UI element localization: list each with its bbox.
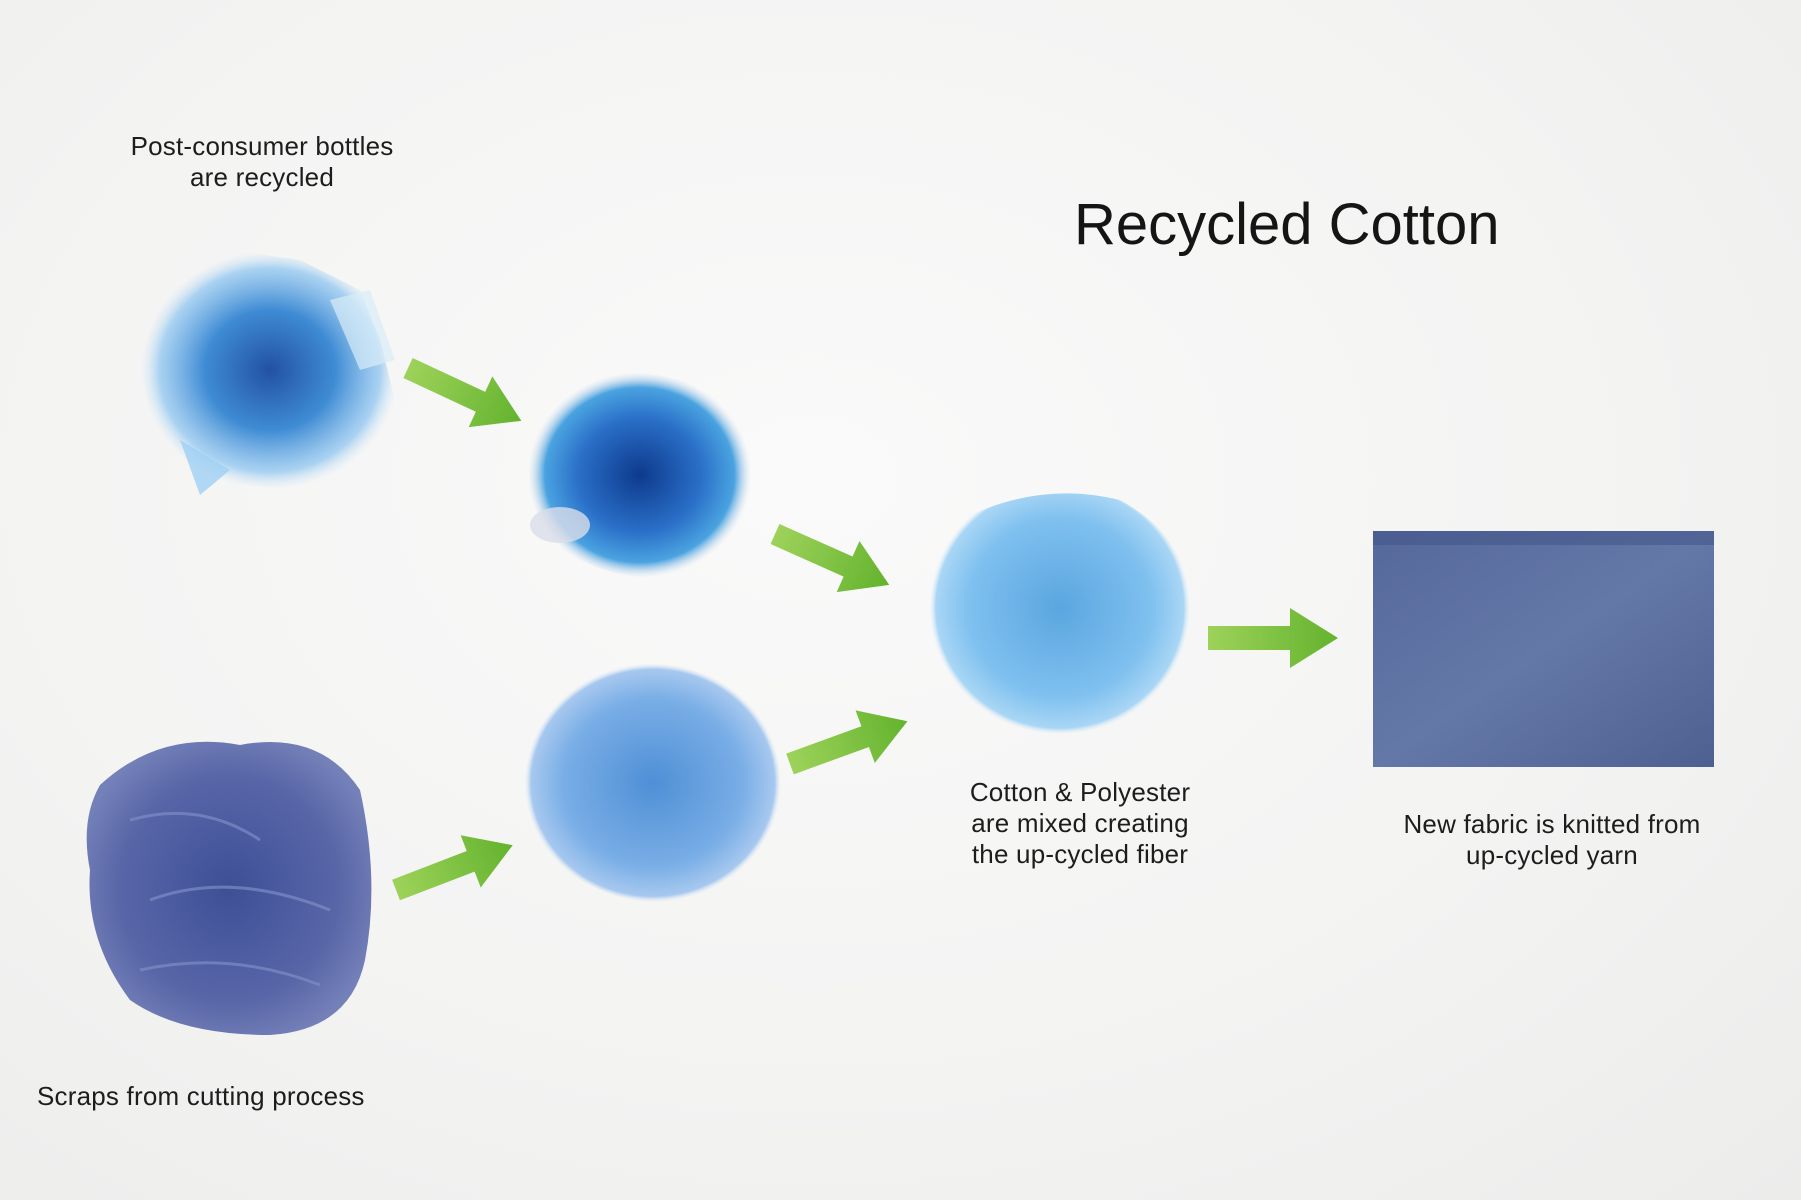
arrow-icon — [1208, 608, 1338, 668]
knitted-fabric — [1373, 531, 1714, 767]
label-line: the up-cycled fiber — [971, 839, 1189, 869]
mixed-fiber-ball — [929, 493, 1191, 748]
label-line: are recycled — [189, 162, 335, 192]
cotton-scraps — [86, 741, 372, 1035]
shredded-fiber-dark — [528, 372, 752, 578]
page-title: Recycled Cotton — [1074, 192, 1500, 257]
bottles-label: Post-consumer bottles are recycled — [131, 131, 394, 193]
label-line: are mixed creating — [971, 808, 1189, 838]
mix-label: Cotton & Polyester are mixed creating th… — [970, 777, 1190, 870]
fabric-label: New fabric is knitted from up-cycled yar… — [1403, 809, 1700, 871]
scraps-label: Scraps from cutting process — [37, 1081, 365, 1111]
label-line: New fabric is knitted from — [1403, 809, 1701, 839]
arrow-icon — [392, 835, 513, 901]
label-line: Post-consumer bottles — [130, 131, 394, 161]
flow-arrows — [392, 358, 1338, 901]
arrow-icon — [786, 710, 908, 775]
arrow-icon — [770, 523, 890, 593]
plastic-bottle-flakes — [140, 250, 400, 495]
arrow-icon — [403, 358, 522, 428]
label-line: Cotton & Polyester — [969, 777, 1191, 807]
shredded-cotton-fluff — [524, 663, 782, 903]
label-line: up-cycled yarn — [1466, 840, 1638, 870]
